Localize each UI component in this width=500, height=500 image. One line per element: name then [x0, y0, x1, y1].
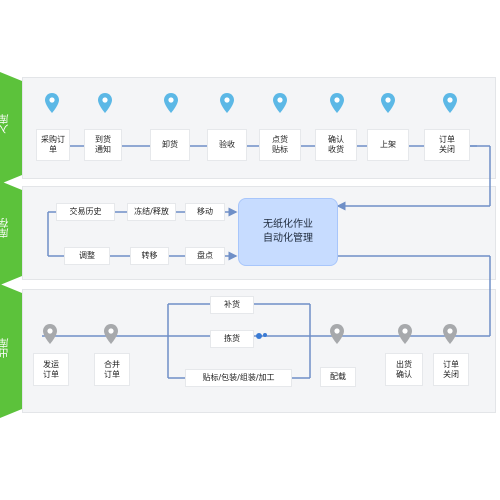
inbound-section-arrow: [0, 72, 22, 184]
stock-section-label: 库存: [0, 218, 11, 238]
inbound-location-pin-icon: [330, 93, 344, 113]
inbound-location-pin-icon: [381, 93, 395, 113]
ship-order-step: 发运 订单: [33, 353, 69, 386]
inbound-location-pin-icon: [443, 93, 457, 113]
inbound-location-pin-icon: [45, 93, 59, 113]
outbound-band: [22, 289, 496, 413]
inbound-location-pin-icon: [220, 93, 234, 113]
transfer-node: 转移: [130, 247, 169, 265]
outbound-location-pin-icon: [443, 324, 457, 344]
freeze-release-node: 冻结/释放: [127, 203, 176, 221]
inbound-location-pin-icon: [273, 93, 287, 113]
confirm-receipt-step: 确认 收货: [315, 129, 357, 161]
pick-step: 拣货: [210, 330, 254, 348]
purchase-order-step: 采购订 单: [36, 129, 70, 161]
pick-step-marker-icon: [256, 333, 262, 339]
label-pack-assemble-process-step: 贴标/包装/组装/加工: [185, 369, 292, 387]
outbound-location-pin-icon: [104, 324, 118, 344]
outbound-section-arrow: [0, 284, 22, 418]
adjust-node: 调整: [64, 247, 110, 265]
inbound-band: [22, 77, 496, 179]
inbound-section-label: 入库: [0, 114, 11, 134]
stock-section-arrow: [0, 181, 22, 285]
inbound-location-pin-icon: [164, 93, 178, 113]
stock-count-node: 盘点: [185, 247, 225, 265]
paperless-automation-core: 无纸化作业 自动化管理: [238, 198, 338, 266]
outbound-section-label: 出库: [0, 338, 11, 358]
putaway-step: 上架: [367, 129, 409, 161]
move-node: 移动: [185, 203, 225, 221]
transaction-history-node: 交易历史: [56, 203, 115, 221]
outbound-location-pin-icon: [330, 324, 344, 344]
merge-order-step: 合并 订单: [94, 353, 130, 386]
count-label-step: 点货 贴标: [259, 129, 301, 161]
inspect-step: 验收: [207, 129, 247, 161]
replenish-step: 补货: [210, 296, 254, 314]
order-close-outbound-step: 订单 关闭: [433, 353, 469, 386]
inbound-location-pin-icon: [98, 93, 112, 113]
load-planning-step: 配载: [320, 367, 356, 387]
outbound-location-pin-icon: [398, 324, 412, 344]
outbound-location-pin-icon: [43, 324, 57, 344]
order-close-step: 订单 关闭: [424, 129, 470, 161]
unload-step: 卸货: [150, 129, 190, 161]
pick-step-marker-icon: [263, 333, 267, 337]
shipment-confirm-step: 出货 确认: [385, 353, 423, 386]
arrival-notice-step: 到货 通知: [84, 129, 122, 161]
